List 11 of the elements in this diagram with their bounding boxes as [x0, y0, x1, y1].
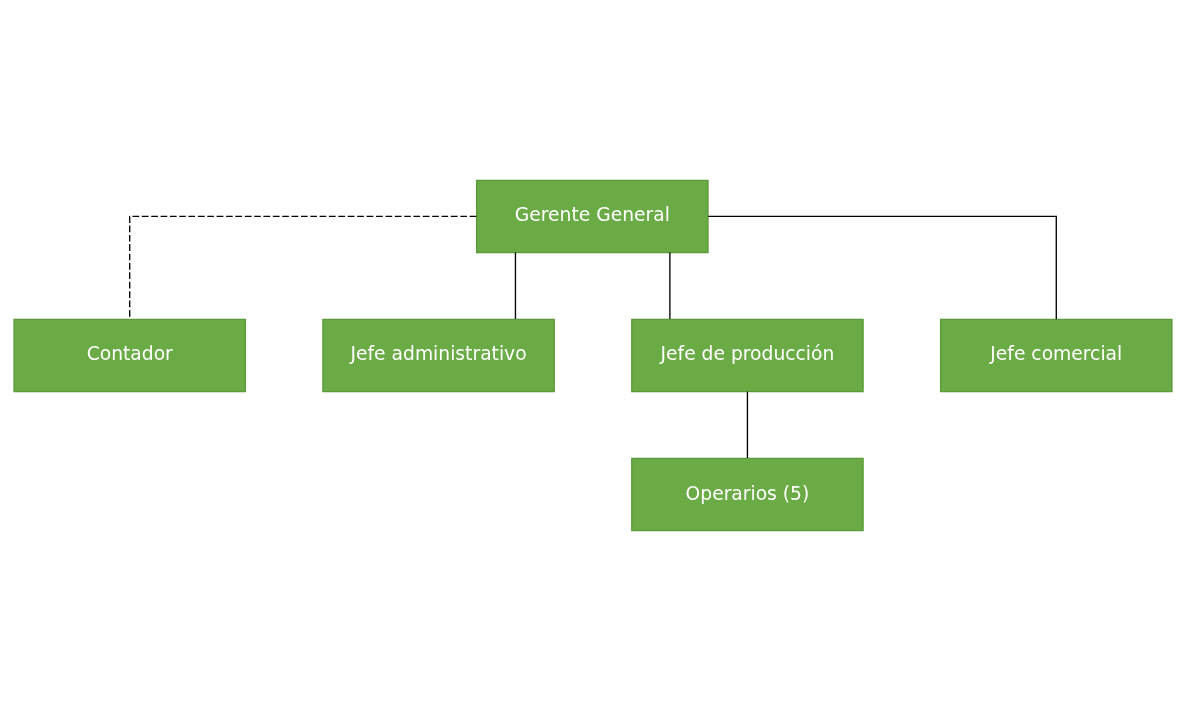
- node-box: Contador: [13, 318, 247, 393]
- node-box: Operarios (5): [631, 457, 864, 532]
- connector: [707, 215, 1057, 320]
- node-box: Jefe administrativo: [322, 318, 555, 393]
- connector: [746, 391, 749, 459]
- connector: [669, 251, 671, 320]
- connector: [129, 215, 477, 320]
- connector: [514, 251, 517, 320]
- node-box: Jefe comercial: [939, 318, 1173, 393]
- node-box: Gerente General: [476, 179, 709, 254]
- node-box: Jefe de producción: [631, 318, 864, 393]
